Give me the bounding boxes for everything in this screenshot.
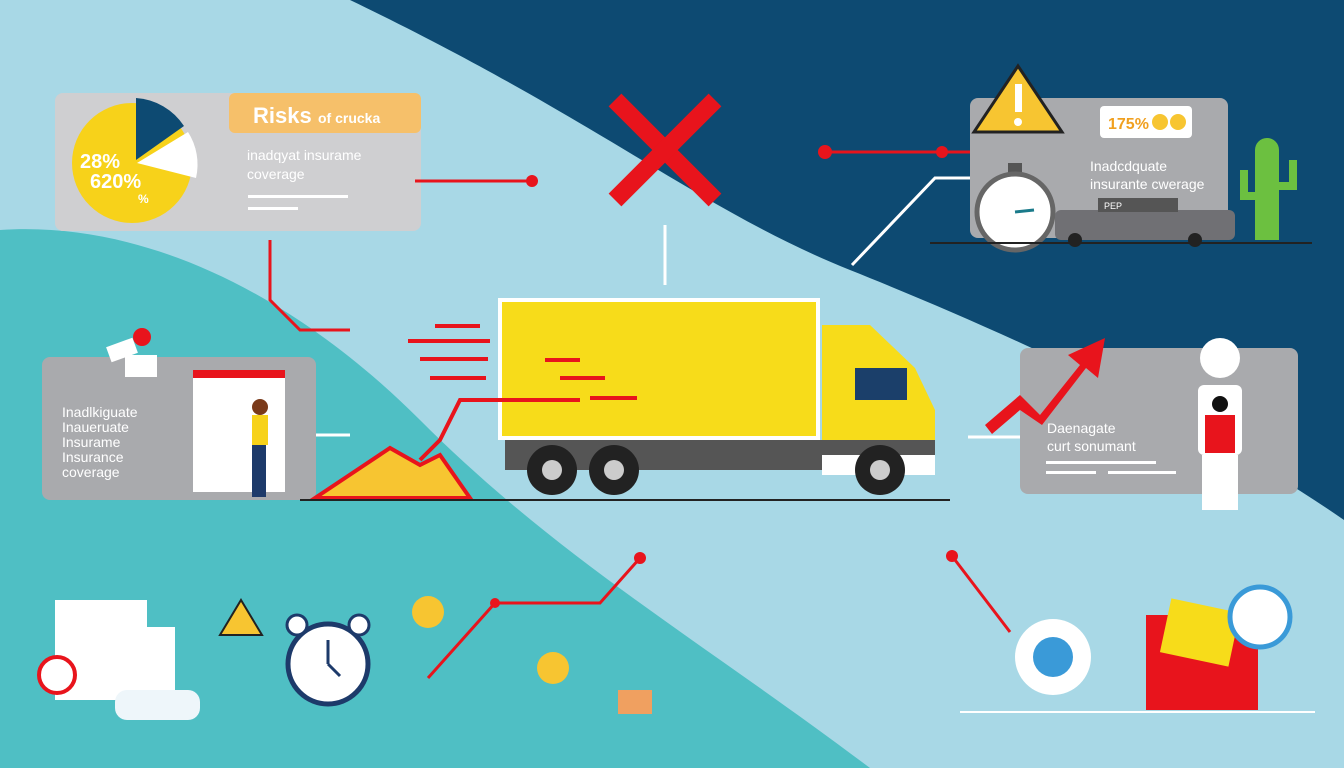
crash-debris (308, 445, 474, 500)
card-line: Daenagate (1047, 420, 1116, 436)
cactus-icon (1240, 138, 1297, 240)
card-line: coverage (62, 464, 120, 480)
trend-up-arrow-icon (985, 338, 1105, 434)
sign-icon (106, 328, 157, 377)
damage-card: Daenagate curt sonumant (985, 338, 1298, 510)
card-line: Inadlkiguate (62, 404, 138, 420)
card-title: Risks (253, 103, 312, 128)
bottom-left-documents (37, 600, 200, 720)
wheel-icon (527, 445, 905, 495)
box-icon (618, 690, 652, 714)
van-icon: PEP (1055, 198, 1235, 247)
card-line: curt sonumant (1047, 438, 1136, 454)
card-line: Inaueruate (62, 419, 129, 435)
insurance-card: Inadlkiguate Inaueruate Insurame Insuran… (42, 328, 316, 500)
coverage-card: 175% Inadcdquate insurante cwerage PEP (930, 63, 1312, 253)
bubble-value: 175% (1108, 116, 1149, 133)
alarm-clock-icon (285, 613, 371, 707)
clock-icon (37, 655, 77, 695)
card-line: Inadcdquate (1090, 158, 1167, 174)
connector-lines (268, 145, 1025, 679)
truck-illustration (300, 298, 950, 501)
bottom-right-icons (960, 584, 1315, 713)
pie-label: 28% (80, 151, 120, 173)
red-x-icon (608, 93, 722, 207)
person-figure-icon (1198, 338, 1242, 510)
pie-chart: 28% 620% % (72, 98, 198, 223)
stopwatch-icon (1227, 584, 1293, 650)
card-subtitle: of crucka (318, 110, 380, 126)
person-icon (252, 399, 268, 497)
risks-card: Risks of crucka inadqyat insurame covera… (55, 93, 421, 231)
document-icon (193, 370, 285, 492)
alert-icon (537, 652, 569, 684)
card-line: coverage (247, 166, 305, 182)
warning-icon (218, 598, 264, 636)
card-line: Insurance (62, 449, 124, 465)
ticket-icon (115, 690, 200, 720)
card-line: inadqyat insurame (247, 147, 362, 163)
speech-bubble (1100, 106, 1192, 138)
pie-label: % (138, 192, 149, 206)
stopwatch-icon (974, 163, 1056, 253)
speed-lines (408, 324, 637, 462)
question-icon (412, 596, 444, 628)
card-line: Insurame (62, 434, 121, 450)
card-line: insurante cwerage (1090, 176, 1205, 192)
van-sign: PEP (1104, 201, 1122, 211)
pie-label: 620% (90, 171, 141, 193)
